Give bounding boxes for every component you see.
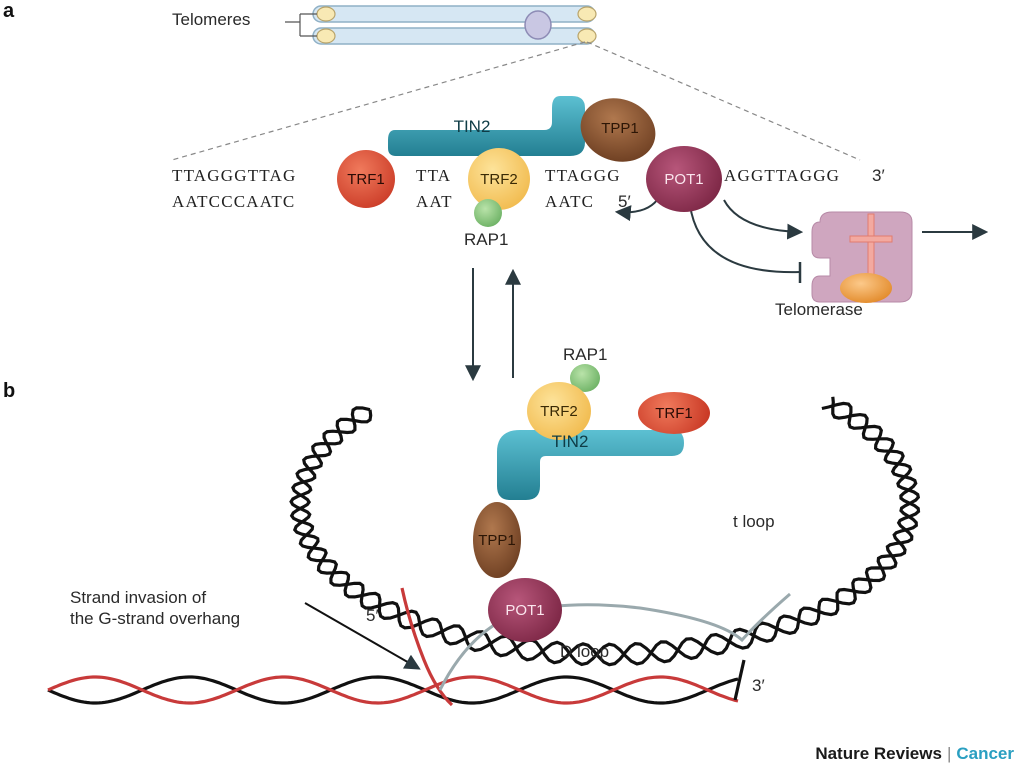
telomeres-label: Telomeres [172, 10, 251, 29]
sequence-bottom-3: AATC [545, 192, 595, 211]
duplex-dna-strand-red [47, 675, 739, 705]
three-prime-b: 3′ [752, 676, 765, 695]
tin2-protein [388, 96, 585, 156]
g-strand-overhang [400, 587, 454, 707]
rap1-label-b: RAP1 [563, 345, 608, 364]
trf2-protein-a: TRF2 [468, 148, 530, 210]
tpp1-label-a: TPP1 [601, 120, 639, 137]
sequence-top-2: TTA [416, 166, 452, 185]
three-prime-a: 3′ [872, 166, 885, 185]
rap1-protein-a [474, 199, 502, 227]
telomere-cap [316, 6, 336, 22]
sequence-bottom-2: AAT [416, 192, 453, 211]
pot1-to-telomerase-arrow [723, 199, 804, 240]
telomere-cap [577, 28, 597, 44]
centromere [524, 10, 552, 40]
telomeres-pointer [285, 13, 317, 37]
sequence-top-3: TTAGGG [545, 166, 621, 185]
credit-separator: | [946, 744, 952, 763]
five-prime-b: 5′ [366, 606, 379, 625]
tpp1-protein [580, 98, 656, 162]
pot1-inhibition-line [689, 204, 801, 274]
journal-section: Cancer [956, 744, 1014, 763]
pot1-protein-a: POT1 [646, 146, 722, 212]
t-loop-strand [289, 401, 921, 667]
telomerase-label: Telomerase [775, 300, 863, 319]
panel-label-a: a [3, 0, 15, 22]
tin2-label-b: TIN2 [551, 432, 589, 451]
zoom-lines [171, 41, 861, 161]
journal-credit: Nature Reviews|Cancer [815, 744, 1014, 764]
tin2-label-a: TIN2 [453, 117, 491, 136]
d-loop-label: D loop [560, 642, 610, 661]
panel-label-b: b [3, 380, 16, 402]
chromosome [285, 5, 597, 45]
pot1-protein-b: POT1 [488, 578, 562, 642]
strand-invasion-label-2: the G-strand overhang [70, 609, 241, 628]
telomere-cap [316, 28, 336, 44]
strand-invasion-label-1: Strand invasion of [70, 588, 207, 607]
tpp1-label-b: TPP1 [478, 532, 516, 549]
rap1-label-a: RAP1 [464, 230, 509, 249]
five-prime-a: 5′ [618, 192, 631, 211]
d-loop-strand [438, 592, 791, 691]
t-loop-label: t loop [733, 512, 775, 531]
journal-name: Nature Reviews [815, 744, 942, 763]
telomere-cap [577, 6, 597, 22]
duplex-dna-strand [47, 675, 739, 705]
telomerase-enzyme [811, 211, 913, 303]
t-loop-strand [289, 396, 921, 667]
trf1-protein-b: TRF1 [638, 392, 710, 434]
trf1-protein-a: TRF1 [337, 150, 395, 208]
three-prime-tail [733, 659, 746, 701]
sequence-top-4: AGGTTAGGG [724, 166, 841, 185]
strand-invasion-arrow [304, 602, 421, 670]
sequence-bottom-1: AATCCCAATC [172, 192, 296, 211]
tpp1-protein [473, 502, 521, 578]
tin2-protein [497, 430, 684, 500]
trf2-protein-b: TRF2 [527, 382, 591, 440]
sequence-top-1: TTAGGGTTAG [172, 166, 297, 185]
